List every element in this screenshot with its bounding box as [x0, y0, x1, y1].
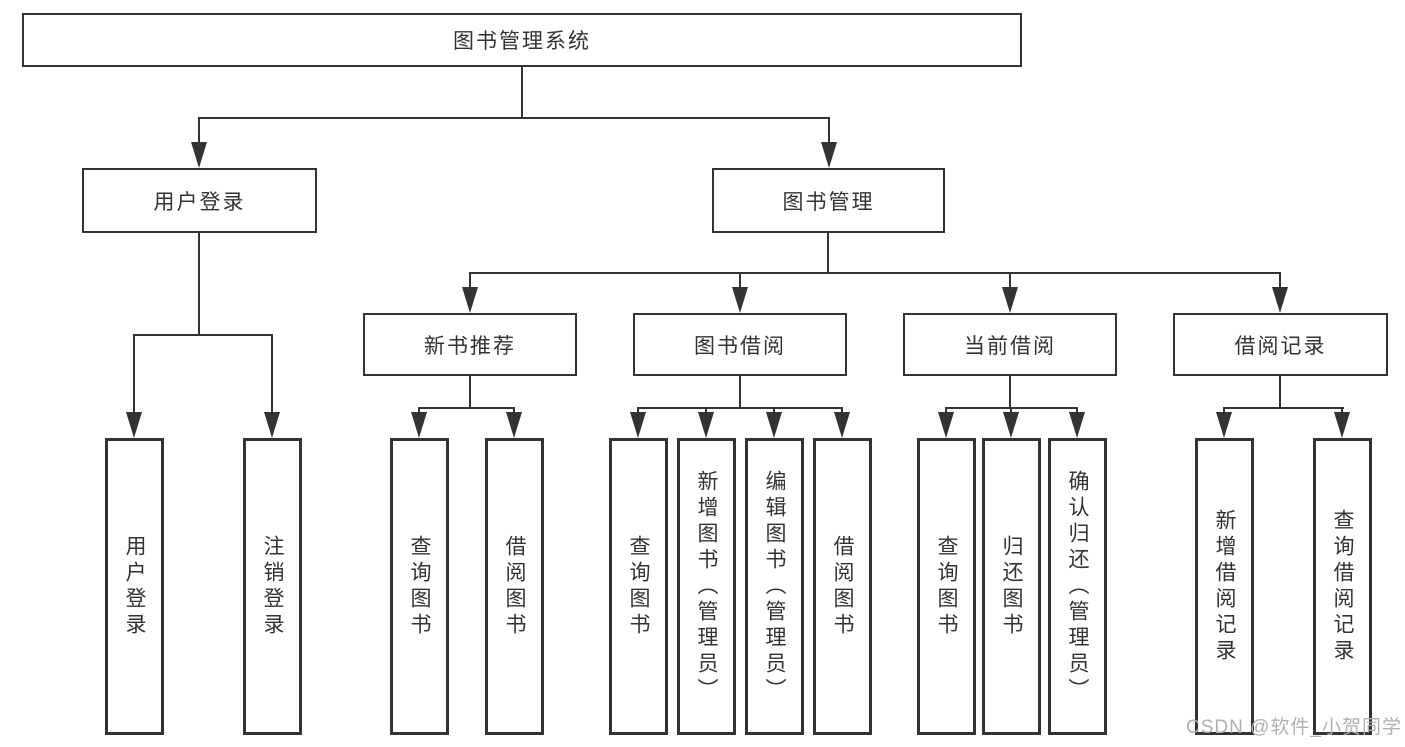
- connector-bus: [469, 272, 1281, 274]
- connector-bus: [418, 407, 515, 409]
- connector-stem: [1279, 376, 1281, 409]
- connector-bus: [1223, 407, 1344, 409]
- connector-stem: [469, 376, 471, 409]
- leaf-borrow-books-1: 借阅图书: [485, 438, 544, 735]
- leaf-query-books-2: 查询图书: [609, 438, 668, 735]
- arrow-down-icon: [938, 412, 954, 438]
- connector-stem: [1009, 376, 1011, 409]
- arrow-down-icon: [506, 412, 522, 438]
- connector-shaft: [828, 117, 830, 149]
- arrow-down-icon: [732, 287, 748, 313]
- arrow-down-icon: [698, 412, 714, 438]
- node-new-book-recommend: 新书推荐: [363, 313, 577, 376]
- connector-shaft: [469, 272, 471, 292]
- connector-shaft: [739, 272, 741, 292]
- leaf-logout: 注销登录: [243, 438, 302, 735]
- arrow-down-icon: [1069, 412, 1085, 438]
- arrow-down-icon: [411, 412, 427, 438]
- leaf-confirm-return-admin: 确认归还（管理员）: [1048, 438, 1107, 735]
- watermark-text: CSDN @软件_小贺同学: [1186, 717, 1402, 738]
- connector-shaft: [198, 117, 200, 149]
- arrow-down-icon: [821, 142, 837, 168]
- node-book-management: 图书管理: [712, 168, 945, 233]
- arrow-down-icon: [1272, 287, 1288, 313]
- connector-shaft: [271, 334, 273, 418]
- leaf-edit-books-admin: 编辑图书（管理员）: [745, 438, 804, 735]
- connector-stem: [827, 233, 829, 274]
- node-borrowing-records: 借阅记录: [1173, 313, 1388, 376]
- arrow-down-icon: [766, 412, 782, 438]
- leaf-return-books: 归还图书: [982, 438, 1041, 735]
- connector-root-bus: [198, 117, 830, 119]
- connector-shaft: [133, 334, 135, 418]
- arrow-down-icon: [1216, 412, 1232, 438]
- arrow-down-icon: [630, 412, 646, 438]
- leaf-add-books-admin: 新增图书（管理员）: [677, 438, 736, 735]
- connector-stem: [198, 233, 200, 336]
- node-book-borrowing: 图书借阅: [633, 313, 847, 376]
- node-user-login: 用户登录: [82, 168, 317, 233]
- leaf-add-borrow-record: 新增借阅记录: [1195, 438, 1254, 735]
- leaf-query-borrow-record: 查询借阅记录: [1313, 438, 1372, 735]
- connector-stem: [739, 376, 741, 409]
- connector-shaft: [1279, 272, 1281, 292]
- node-current-borrowing: 当前借阅: [903, 313, 1117, 376]
- arrow-down-icon: [126, 412, 142, 438]
- arrow-down-icon: [1003, 412, 1019, 438]
- arrow-down-icon: [264, 412, 280, 438]
- connector-bus: [637, 407, 843, 409]
- leaf-query-books-1: 查询图书: [390, 438, 449, 735]
- arrow-down-icon: [1002, 287, 1018, 313]
- arrow-down-icon: [462, 287, 478, 313]
- leaf-user-login: 用户登录: [105, 438, 164, 735]
- connector-bus: [133, 334, 273, 336]
- leaf-borrow-books-2: 借阅图书: [813, 438, 872, 735]
- arrow-down-icon: [1334, 412, 1350, 438]
- connector-shaft: [1009, 272, 1011, 292]
- leaf-query-books-3: 查询图书: [917, 438, 976, 735]
- connector-root-stem: [521, 67, 523, 119]
- node-library-system: 图书管理系统: [22, 13, 1022, 67]
- arrow-down-icon: [834, 412, 850, 438]
- arrow-down-icon: [191, 142, 207, 168]
